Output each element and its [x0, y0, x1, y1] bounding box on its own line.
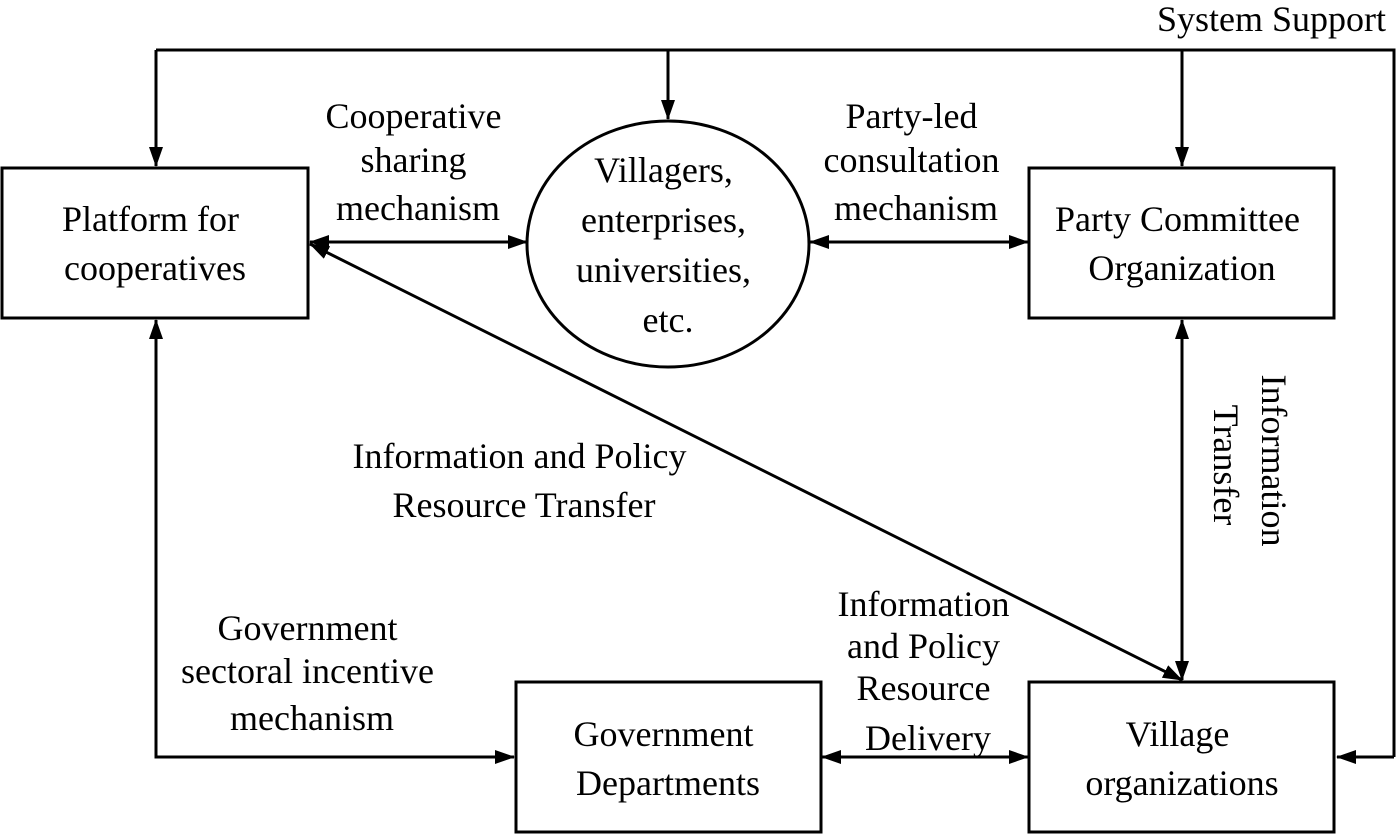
platform-box [0, 166, 310, 320]
villagers-label: Villagers, enterprises, universities, et… [576, 150, 760, 340]
gov-incentive-label-line: mechanism [230, 698, 394, 738]
info-policy-transfer-label-line: Information and Policy [353, 436, 687, 476]
info-policy-delivery-label: Information and Policy Resource Delivery [838, 584, 1019, 758]
node-village: Village organizations [1027, 680, 1336, 834]
party-committee-label-line: Party Committee [1055, 199, 1300, 239]
villagers-label-line: etc. [643, 300, 694, 340]
info-policy-transfer-label: Information and Policy Resource Transfer [353, 436, 696, 525]
gov-incentive-label-line: sectoral incentive [181, 651, 434, 691]
platform-label-line: Platform for [62, 199, 239, 239]
villagers-ellipse [525, 119, 811, 369]
village-label: Village organizations [1085, 714, 1278, 803]
node-villagers: Villagers, enterprises, universities, et… [525, 119, 811, 369]
party-led-consultation-label: Party-led consultation mechanism [824, 96, 1009, 228]
government-label-line: Government [574, 714, 754, 754]
node-government: Government Departments [514, 680, 823, 834]
party-led-consultation-label-line: consultation [824, 140, 1000, 180]
government-label: Government Departments [574, 714, 763, 803]
cooperative-sharing-label: Cooperative sharing mechanism [326, 96, 511, 228]
party-committee-box [1027, 166, 1336, 320]
platform-label-line: cooperatives [64, 248, 246, 288]
village-label-line: organizations [1085, 763, 1278, 803]
edges [149, 48, 1396, 764]
cooperative-sharing-label-line: sharing [361, 140, 467, 180]
party-led-consultation-label-line: mechanism [834, 188, 998, 228]
info-policy-delivery-label-line: Delivery [865, 718, 991, 758]
gov-incentive-label: Government sectoral incentive mechanism [181, 608, 443, 738]
party-led-consultation-label-line: Party-led [846, 96, 978, 136]
villagers-label-line: enterprises, [581, 200, 746, 240]
party-committee-label-line: Organization [1088, 248, 1275, 288]
system-support-bus [156, 48, 1396, 757]
info-policy-delivery-label-line: and Policy [847, 626, 1000, 666]
government-box [514, 680, 823, 834]
villagers-label-line: Villagers, [594, 150, 733, 190]
node-platform: Platform for cooperatives [0, 166, 310, 320]
info-policy-delivery-label-line: Resource [857, 668, 991, 708]
information-transfer-label-line: Transfer [1206, 405, 1246, 526]
government-label-line: Departments [576, 763, 760, 803]
party-committee-label: Party Committee Organization [1055, 199, 1309, 288]
info-policy-transfer-label-line: Resource Transfer [393, 485, 656, 525]
information-transfer-label: Information Transfer [1206, 375, 1294, 556]
gov-incentive-edge [149, 319, 515, 764]
information-transfer-label-line: Information [1254, 375, 1294, 547]
edge-labels: System Support Cooperative sharing mecha… [181, 0, 1386, 758]
info-policy-transfer-edge [309, 242, 1183, 682]
system-support-label: System Support [1157, 0, 1386, 39]
info-policy-delivery-label-line: Information [838, 584, 1010, 624]
village-box [1027, 680, 1336, 834]
village-label-line: Village [1126, 714, 1230, 754]
platform-label: Platform for cooperatives [62, 199, 248, 288]
node-party-committee: Party Committee Organization [1027, 166, 1336, 320]
system-support-label-line: System Support [1157, 0, 1386, 39]
cooperative-sharing-label-line: mechanism [336, 188, 500, 228]
cooperative-sharing-label-line: Cooperative [326, 96, 502, 136]
villagers-label-line: universities, [576, 250, 751, 290]
gov-incentive-label-line: Government [218, 608, 398, 648]
